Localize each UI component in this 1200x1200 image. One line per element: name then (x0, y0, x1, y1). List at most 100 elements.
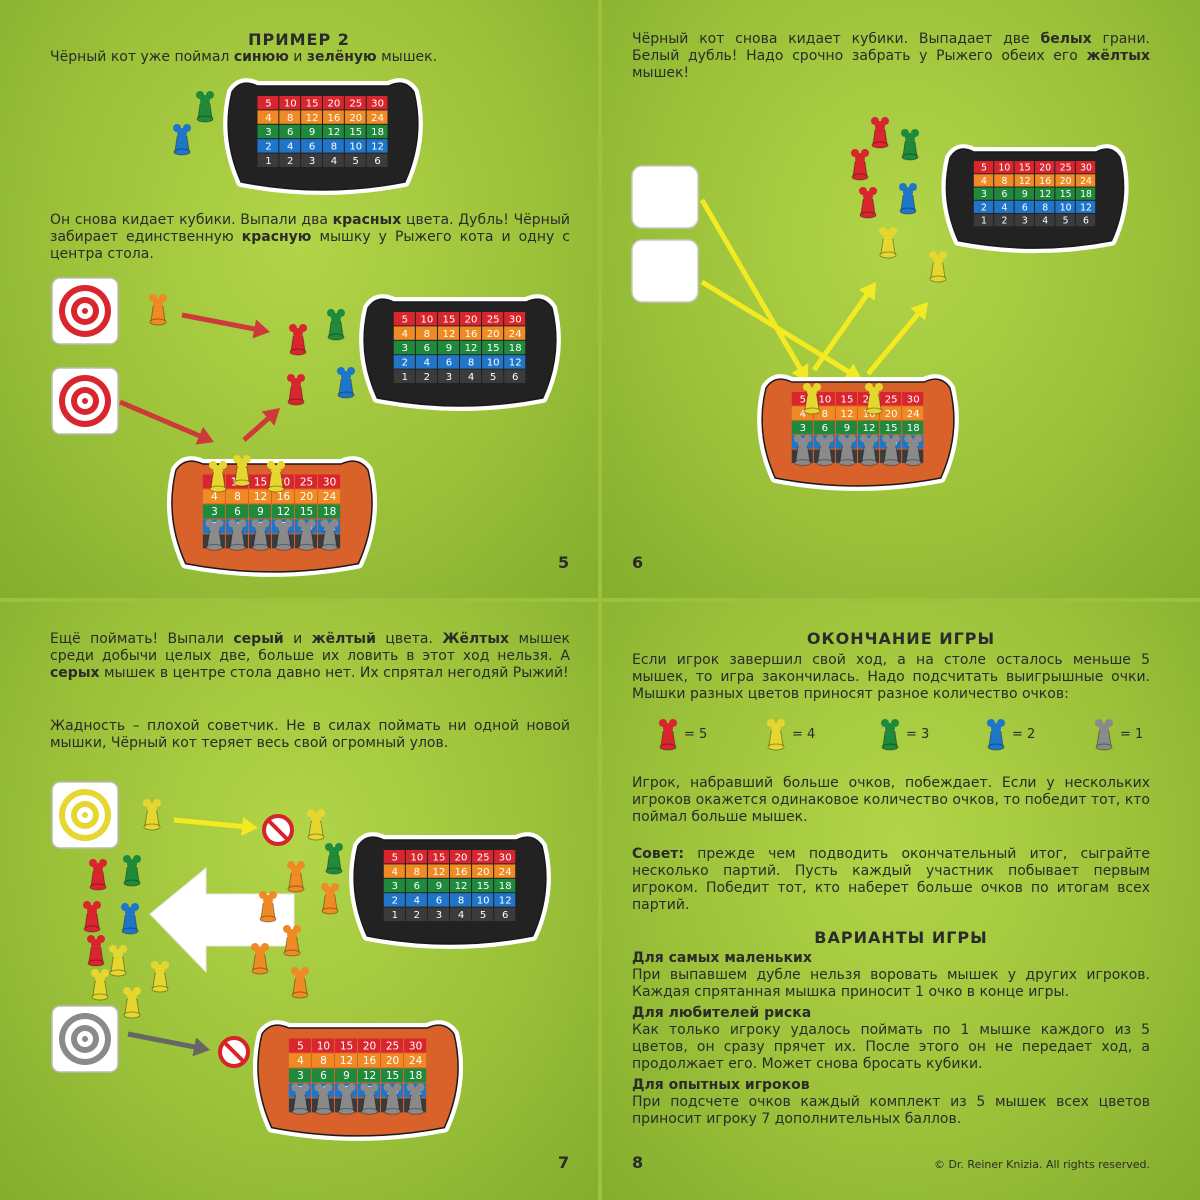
board-cell (902, 420, 924, 435)
board-value: 4 (297, 1055, 304, 1067)
board-value: 4 (331, 156, 337, 167)
board-value: 4 (265, 113, 271, 124)
board-cell (494, 907, 516, 921)
board-cell (1014, 200, 1034, 214)
board-cell (301, 96, 322, 110)
board-value: 8 (424, 329, 430, 340)
board-value: 12 (841, 409, 854, 420)
board-cell (257, 96, 279, 110)
board-value: 3 (402, 343, 408, 354)
board-value: 4 (392, 867, 398, 878)
board-cell (880, 420, 902, 435)
board-cell (1014, 187, 1034, 200)
blue-mouse (173, 124, 191, 156)
mouse-figure (121, 903, 139, 935)
board-value: 4 (1001, 202, 1007, 213)
board-cell (323, 110, 344, 124)
board-value: 30 (371, 98, 384, 109)
board-cell (880, 392, 902, 406)
board-value: 24 (1080, 176, 1092, 187)
yellow-arrow (866, 302, 928, 376)
board-cell (288, 1053, 311, 1068)
board-cell (323, 124, 344, 139)
board-cell (383, 850, 405, 864)
board-cell (902, 392, 924, 406)
board-value: 12 (254, 491, 267, 503)
board-value: 25 (477, 852, 490, 863)
yellow-mouse (233, 455, 251, 487)
yellow-mouse (143, 799, 161, 831)
board-cell (1075, 214, 1096, 227)
board-cell (813, 420, 835, 435)
board-value: 15 (349, 127, 362, 138)
board-cell (288, 1038, 311, 1053)
board-value: 25 (300, 476, 313, 488)
board-value: 8 (331, 142, 337, 153)
board-cell (358, 1068, 381, 1083)
green-mouse (196, 91, 214, 123)
board-cell (405, 907, 427, 921)
gray-yellow-text: Ещё поймать! Выпали серый и жёлтый цвета… (50, 631, 570, 681)
board-cell (344, 153, 366, 167)
board-cell (344, 124, 366, 139)
board-value: 24 (499, 867, 512, 878)
board-cell (858, 420, 880, 435)
board-value: 12 (371, 142, 384, 153)
board-value: 9 (309, 127, 315, 138)
board-cell (358, 1038, 381, 1053)
board-cell (1014, 214, 1034, 227)
board-value: 2 (424, 372, 430, 383)
white-die (631, 239, 699, 303)
board-cell (1035, 174, 1055, 187)
gray-mouse (205, 519, 224, 551)
variants-title: ВАРИАНТЫ ИГРЫ (814, 928, 988, 947)
gray-mouse (360, 1083, 379, 1115)
board-cell (450, 907, 472, 921)
score-blue: = 2 (1012, 727, 1036, 742)
board-cell (437, 326, 459, 340)
board-value: 18 (409, 1070, 422, 1082)
board-value: 25 (386, 1040, 399, 1052)
board-value: 9 (436, 881, 442, 892)
board-value: 5 (402, 314, 408, 325)
board-value: 4 (468, 372, 474, 383)
board-value: 18 (499, 881, 512, 892)
board-cell (393, 355, 415, 369)
board-value: 16 (277, 491, 290, 503)
board-value: 15 (254, 476, 267, 488)
board-cell (202, 504, 225, 519)
gray-mouse (251, 519, 270, 551)
board-value: 15 (487, 343, 500, 354)
board-cell (450, 893, 472, 907)
board-value: 6 (1001, 189, 1007, 200)
board-cell (393, 312, 415, 326)
board-cell (225, 504, 248, 519)
page-8: ОКОНЧАНИЕ ИГРЫ Если игрок завершил свой … (602, 602, 1200, 1200)
board-cell (272, 489, 295, 504)
board-cell (393, 326, 415, 340)
board-cell (248, 474, 271, 489)
yellow-mouse (267, 461, 285, 493)
board-cell (295, 489, 318, 504)
board-cell (460, 312, 482, 326)
page-number: 7 (558, 1153, 570, 1172)
board-cell (472, 850, 494, 864)
red-die (51, 367, 119, 435)
board-cell (482, 326, 504, 340)
board-cell (973, 174, 994, 187)
board-value: 12 (433, 867, 446, 878)
board-value: 4 (414, 896, 420, 907)
gray-arrow (127, 1031, 210, 1057)
board-value: 6 (287, 127, 293, 138)
board-cell (334, 1053, 357, 1068)
board-value: 8 (1001, 176, 1007, 187)
board-value: 6 (414, 881, 420, 892)
board-value: 5 (353, 156, 359, 167)
board-value: 8 (1042, 202, 1048, 213)
board-value: 20 (477, 867, 490, 878)
board-cell (1075, 200, 1096, 214)
board-cell (1035, 161, 1055, 174)
